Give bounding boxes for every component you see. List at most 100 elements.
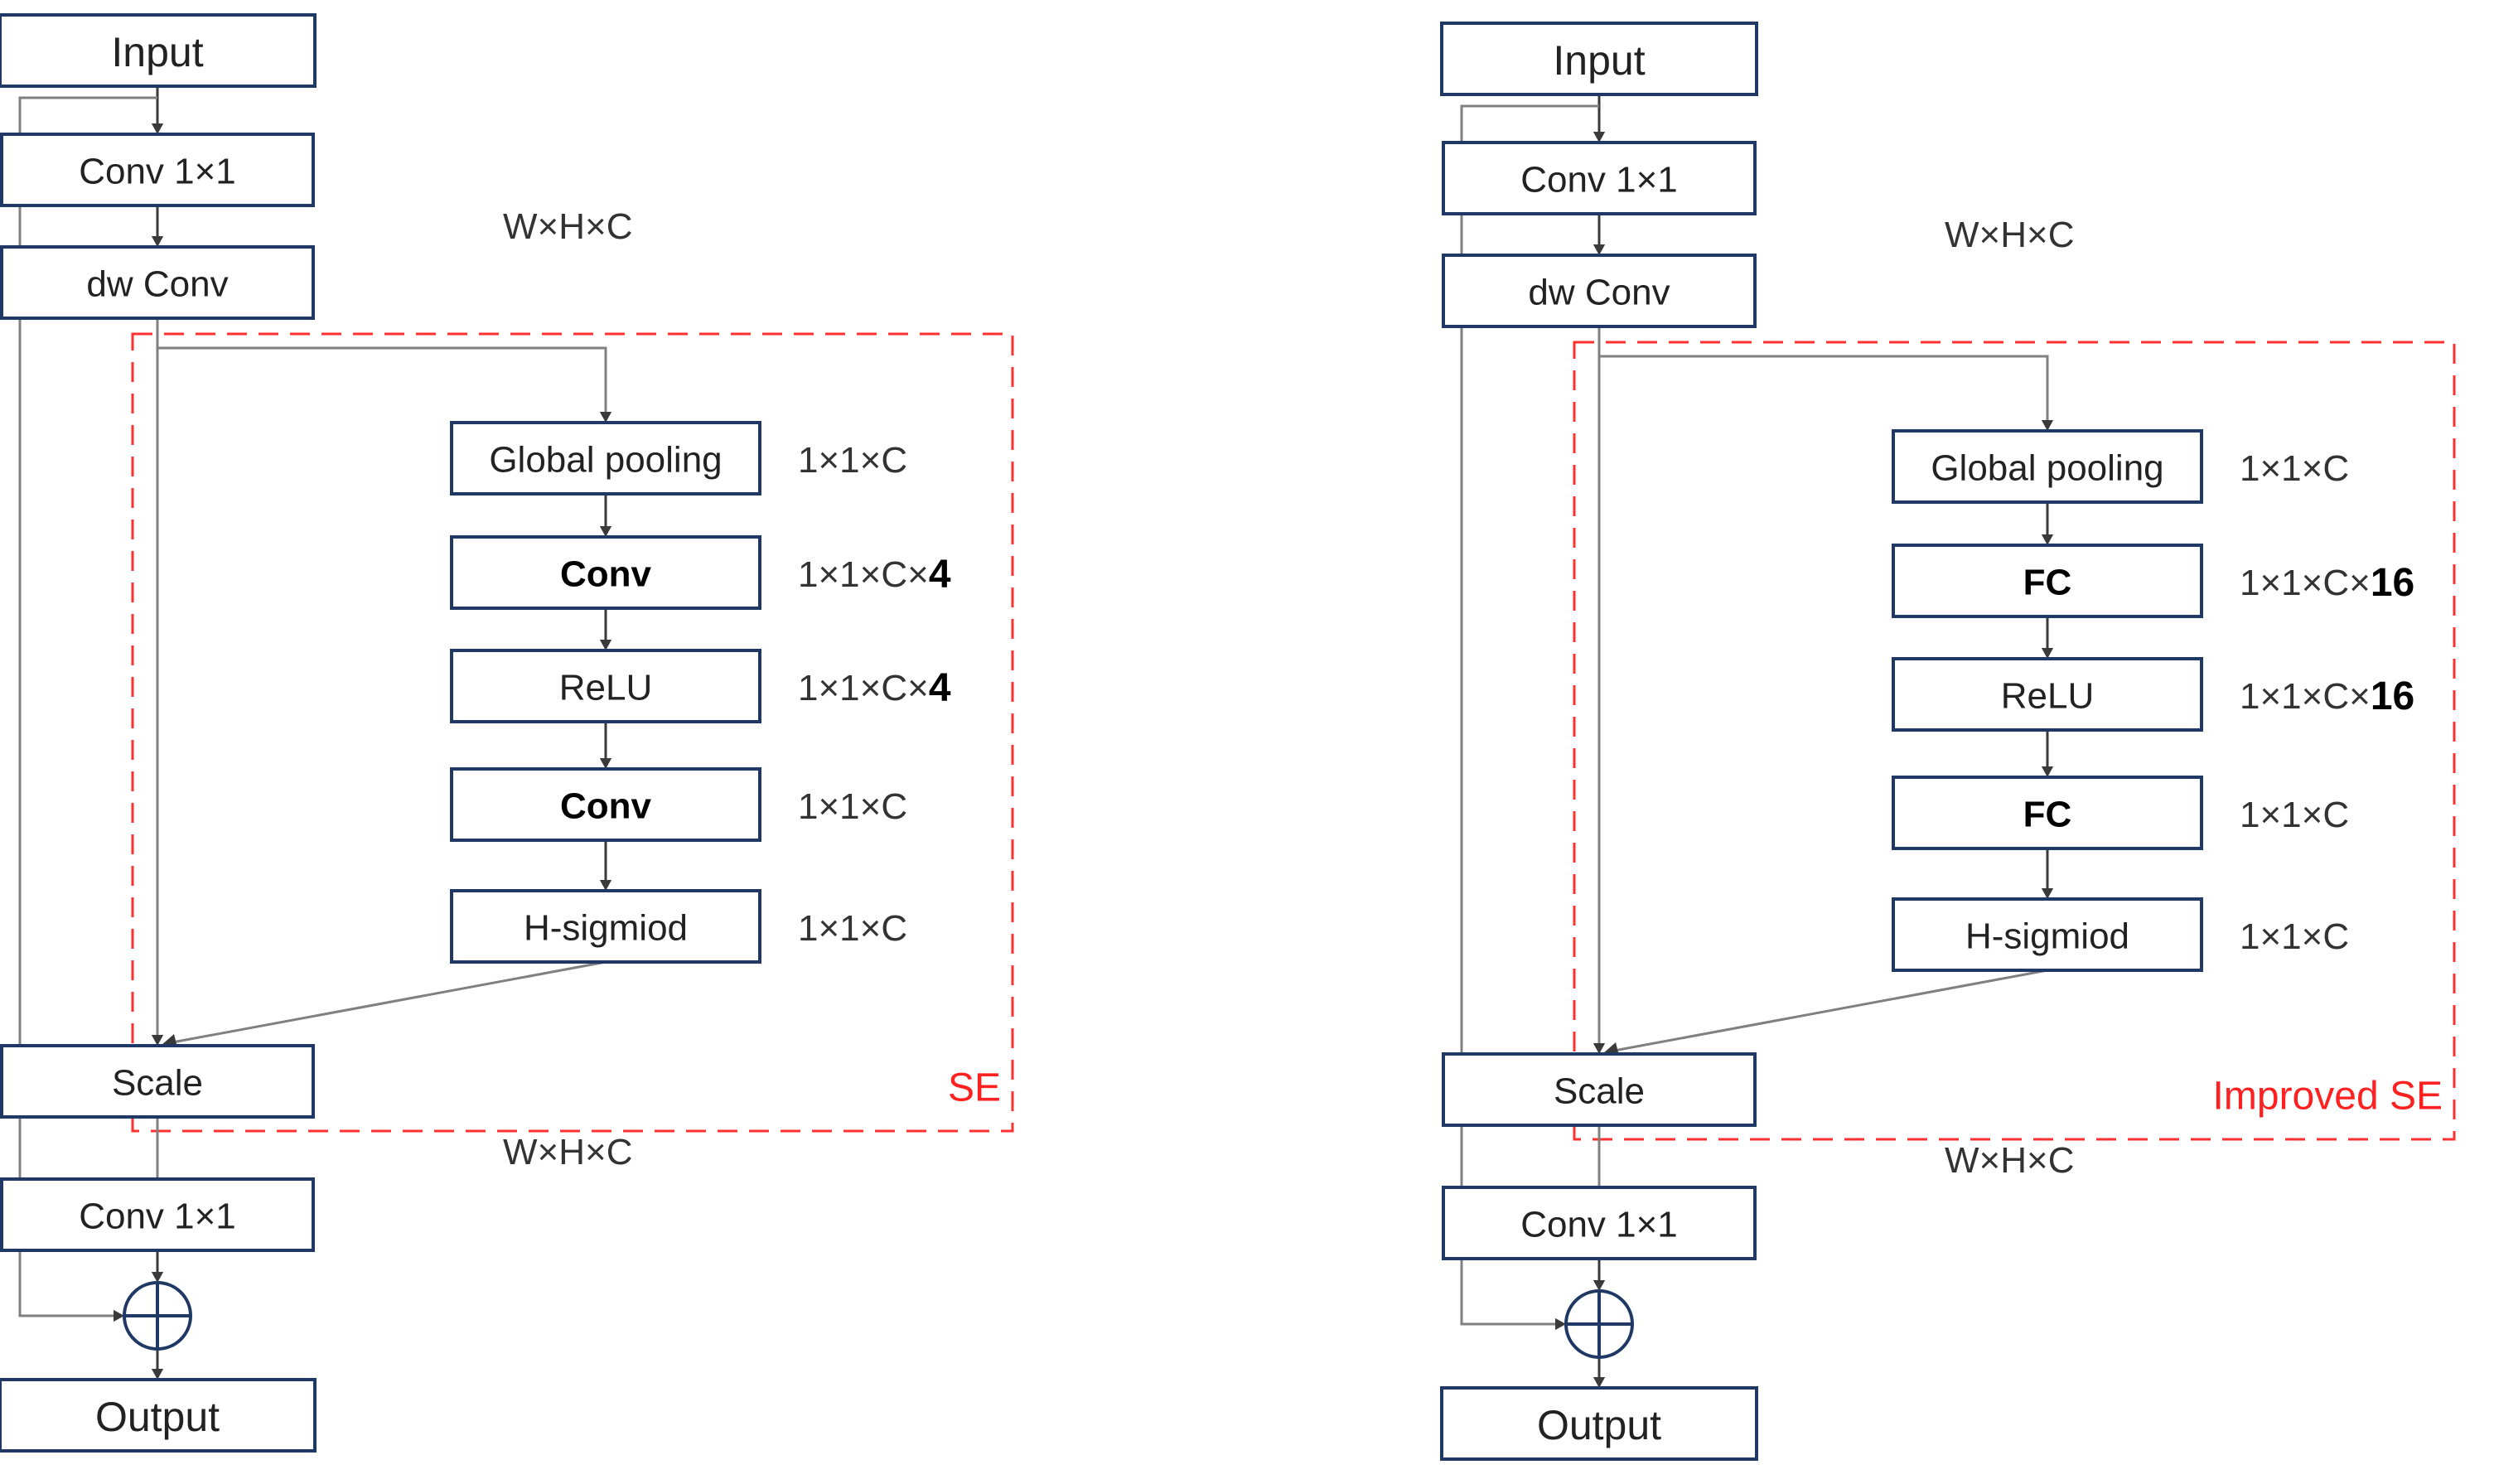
dim-after-conv-value: W×H×C: [503, 206, 632, 247]
line-branch-se: [157, 346, 607, 414]
se-block-1: [1892, 429, 2203, 504]
se-dim-1-value: 1×1×C: [2240, 448, 2349, 489]
se-block-4-label: Conv: [560, 786, 652, 827]
se-dim-3-value: 1×1×C×: [798, 668, 929, 708]
arrow-dw-scale-head: [1593, 1043, 1606, 1054]
se-dim-3: 1×1×C×16: [2240, 674, 2414, 718]
se-frame: [131, 332, 1014, 1133]
dwconv-box-label: dw Conv: [86, 264, 228, 305]
input-box-label: Input: [111, 29, 203, 75]
input-box: [0, 13, 317, 88]
dim-after-scale-value: W×H×C: [1945, 1140, 2074, 1181]
conv1x1-out-box: [1442, 1186, 1757, 1260]
conv1x1-out-box-label: Conv 1×1: [1520, 1205, 1678, 1245]
conv1x1-box-label: Conv 1×1: [1520, 160, 1678, 201]
scale-box: [1442, 1052, 1757, 1127]
se-dim-1-value: 1×1×C: [798, 440, 907, 481]
conv1x1-out-box: [0, 1177, 315, 1252]
arrow-se-3-head: [599, 758, 612, 769]
arrow-residual-head: [1555, 1317, 1566, 1331]
se-block-1-label: Global pooling: [489, 440, 722, 481]
se-dim-4: 1×1×C: [2240, 795, 2349, 835]
se-dim-2: 1×1×C×16: [2240, 561, 2414, 605]
arrow-conv2-sum-head: [1593, 1280, 1606, 1291]
dim-after-conv-value: W×H×C: [1945, 215, 2074, 255]
line-sigmoid-scale: [172, 960, 607, 1044]
scale-box-label: Scale: [1554, 1071, 1645, 1112]
se-block-5: [1892, 897, 2203, 972]
conv1x1-box: [1442, 141, 1757, 215]
dim-after-conv: W×H×C: [503, 206, 632, 247]
arrow-sum-output-head: [151, 1369, 164, 1380]
arrow-input-conv-head: [151, 123, 164, 134]
arrow-se-4-head: [2041, 888, 2054, 899]
arrow-conv-dw-head: [1593, 244, 1606, 255]
dim-after-scale-value: W×H×C: [503, 1132, 632, 1172]
se-dim-5: 1×1×C: [2240, 916, 2349, 957]
arrow-se-3-head: [2041, 766, 2054, 777]
output-box: [1440, 1386, 1758, 1461]
arrow-se-2-head: [599, 640, 612, 650]
se-block-5-label: H-sigmiod: [1965, 916, 2129, 957]
output-box: [0, 1378, 317, 1453]
arrow-conv2-sum-head: [151, 1272, 164, 1283]
conv1x1-out-box-label: Conv 1×1: [79, 1196, 236, 1237]
se-block-3-label: ReLU: [2001, 676, 2095, 717]
dwconv-box: [0, 245, 315, 320]
se-block-2-label: Conv: [560, 554, 652, 595]
se-dim-3-factor: 4: [929, 666, 951, 710]
se-block-3: [450, 649, 761, 723]
se-block-4-label: FC: [2023, 795, 2072, 835]
line-branch-se: [1599, 355, 2049, 423]
line-residual: [1460, 104, 1599, 1326]
conv1x1-box-label: Conv 1×1: [79, 152, 236, 192]
line-residual: [18, 96, 157, 1317]
input-box-label: Input: [1553, 37, 1645, 84]
output-box-label: Output: [95, 1394, 220, 1440]
se-block-3: [1892, 657, 2203, 732]
se-dim-3-value: 1×1×C×: [2240, 676, 2371, 717]
dwconv-box: [1442, 254, 1757, 328]
arrow-branch-se-head: [2041, 420, 2054, 431]
se-label: Improved SE: [2213, 1075, 2443, 1119]
arrow-input-conv-head: [1593, 132, 1606, 143]
dim-after-conv: W×H×C: [1945, 215, 2074, 255]
arrow-se-4-head: [599, 880, 612, 891]
se-dim-4: 1×1×C: [798, 786, 907, 827]
line-sigmoid-scale: [1613, 969, 2048, 1052]
arrow-dw-scale-head: [151, 1035, 164, 1046]
arrow-branch-se-head: [599, 412, 612, 423]
dwconv-box-label: dw Conv: [1528, 273, 1670, 313]
se-block-1: [450, 421, 761, 495]
se-label: SE: [948, 1066, 1001, 1110]
se-dim-2-factor: 16: [2371, 561, 2414, 605]
dim-after-scale: W×H×C: [503, 1132, 632, 1172]
output-box-label: Output: [1537, 1402, 1661, 1448]
se-dim-2-factor: 4: [929, 553, 951, 597]
se-block-2: [450, 535, 761, 610]
se-block-5-label: H-sigmiod: [524, 908, 688, 949]
se-block-2: [1892, 544, 2203, 618]
se-dim-4-value: 1×1×C: [798, 786, 907, 827]
se-block-2-label: FC: [2023, 563, 2072, 603]
se-dim-1: 1×1×C: [2240, 448, 2349, 489]
se-dim-5-value: 1×1×C: [798, 908, 907, 949]
se-dim-2-value: 1×1×C×: [798, 554, 929, 595]
se-block-4: [1892, 776, 2203, 850]
arrow-se-2-head: [2041, 648, 2054, 659]
se-dim-5: 1×1×C: [798, 908, 907, 949]
se-dim-2: 1×1×C×4: [798, 553, 951, 597]
se-block-3-label: ReLU: [559, 668, 653, 708]
arrow-se-1-head: [2041, 534, 2054, 545]
dim-after-scale: W×H×C: [1945, 1140, 2074, 1181]
arrow-residual-head: [114, 1309, 124, 1322]
se-block-1-label: Global pooling: [1931, 448, 2163, 489]
se-dim-4-value: 1×1×C: [2240, 795, 2349, 835]
conv1x1-box: [0, 133, 315, 207]
arrow-sum-output-head: [1593, 1377, 1606, 1388]
arrow-se-1-head: [599, 526, 612, 537]
scale-box: [0, 1044, 315, 1119]
se-dim-3-factor: 16: [2371, 674, 2414, 718]
